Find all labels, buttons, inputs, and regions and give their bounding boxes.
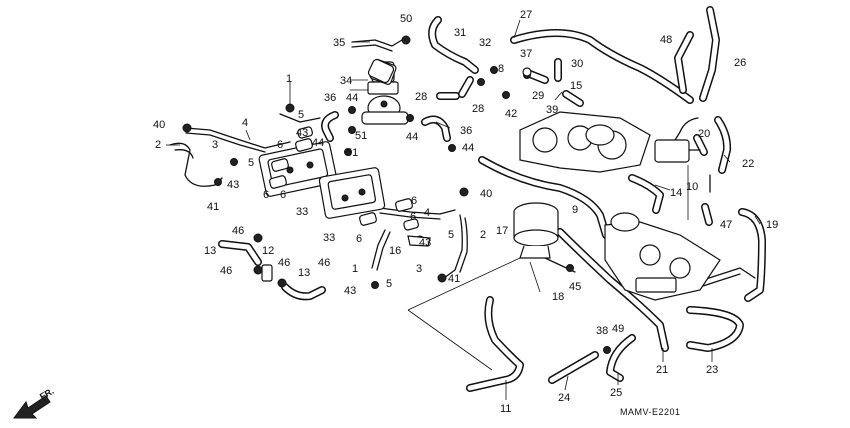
callout-10: 10 — [686, 181, 698, 193]
callout-1: 1 — [286, 73, 292, 85]
callout-49: 49 — [612, 323, 624, 335]
callout-20: 20 — [698, 128, 710, 140]
callout-36b: 36 — [460, 125, 472, 137]
callout-2b: 2 — [480, 229, 486, 241]
callout-8: 8 — [498, 63, 504, 75]
callout-26: 26 — [734, 57, 746, 69]
callout-38: 38 — [596, 325, 608, 337]
callout-6a: 6 — [277, 139, 283, 151]
intake-manifold-lower — [604, 212, 721, 301]
callout-4: 4 — [242, 117, 248, 129]
callout-51b: 51 — [346, 147, 358, 159]
callout-6c: 6 — [280, 189, 286, 201]
callout-40b: 40 — [480, 188, 492, 200]
callout-23: 23 — [706, 364, 718, 376]
callout-5a: 5 — [298, 109, 304, 121]
callout-41b: 41 — [448, 273, 460, 285]
hoses — [218, 6, 766, 392]
callout-41a: 41 — [207, 201, 219, 213]
callout-48: 48 — [660, 34, 672, 46]
air-valve-lower — [318, 167, 386, 219]
callout-46a: 46 — [232, 225, 244, 237]
callout-18: 18 — [552, 291, 564, 303]
callout-17: 17 — [496, 225, 508, 237]
callout-15: 15 — [570, 80, 582, 92]
callout-16: 16 — [389, 245, 401, 257]
callout-28a: 28 — [415, 91, 427, 103]
callout-21: 21 — [656, 364, 668, 376]
callout-24: 24 — [558, 392, 570, 404]
callout-43c: 43 — [419, 237, 431, 249]
callout-2: 2 — [155, 139, 161, 151]
callout-44d: 44 — [462, 142, 474, 154]
callout-9: 9 — [572, 204, 578, 216]
callout-44c: 44 — [406, 131, 418, 143]
air-pump — [513, 202, 559, 259]
callout-19: 19 — [766, 219, 778, 231]
leader-lines — [166, 19, 761, 400]
callout-36a: 36 — [324, 92, 336, 104]
callout-28b: 28 — [472, 103, 484, 115]
callout-46b: 46 — [220, 265, 232, 277]
callout-43a: 43 — [296, 127, 308, 139]
callout-31: 31 — [454, 27, 466, 39]
callout-6b: 6 — [263, 189, 269, 201]
fittings — [182, 35, 611, 354]
callout-5d: 5 — [386, 278, 392, 290]
callout-32: 32 — [479, 37, 491, 49]
callout-46c: 46 — [278, 257, 290, 269]
callout-50: 50 — [400, 13, 412, 25]
callout-34: 34 — [340, 75, 352, 87]
diagram-code: MAMV-E2201 — [620, 407, 681, 417]
callout-39: 39 — [546, 104, 558, 116]
callout-27: 27 — [520, 9, 532, 21]
callout-5c: 5 — [448, 229, 454, 241]
callout-6f: 6 — [410, 211, 416, 223]
callout-13a: 13 — [204, 245, 216, 257]
callout-33b: 33 — [323, 232, 335, 244]
callout-3b: 3 — [416, 263, 422, 275]
callout-33a: 33 — [296, 206, 308, 218]
callout-51a: 51 — [355, 130, 367, 142]
callout-11: 11 — [500, 403, 511, 415]
callout-43d: 43 — [344, 285, 356, 297]
callout-22: 22 — [742, 158, 754, 170]
callout-6e: 6 — [411, 195, 417, 207]
callouts: 1 1 2 2 3 3 4 4 5 5 5 5 6 6 6 6 6 6 8 9 … — [153, 9, 778, 415]
callout-44a: 44 — [346, 92, 358, 104]
callout-47: 47 — [720, 219, 732, 231]
callout-14: 14 — [670, 187, 682, 199]
callout-45: 45 — [569, 281, 581, 293]
callout-25: 25 — [610, 387, 622, 399]
intake-manifold-upper — [519, 111, 651, 173]
callout-46d: 46 — [318, 257, 330, 269]
callout-40a: 40 — [153, 119, 165, 131]
callout-42: 42 — [505, 108, 517, 120]
callout-37: 37 — [520, 48, 532, 60]
callout-30: 30 — [571, 58, 583, 70]
callout-29: 29 — [532, 90, 544, 102]
callout-6d: 6 — [356, 233, 362, 245]
front-direction-arrow: FR. — [13, 386, 56, 419]
direction-label: FR. — [38, 386, 56, 402]
callout-1b: 1 — [352, 263, 358, 275]
callout-35: 35 — [333, 37, 345, 49]
callout-4b: 4 — [424, 207, 430, 219]
canister-sensor — [654, 139, 701, 163]
callout-12: 12 — [262, 245, 274, 257]
callout-3: 3 — [212, 139, 218, 151]
callout-13b: 13 — [298, 267, 310, 279]
callout-43b: 43 — [227, 179, 239, 191]
callout-5b: 5 — [248, 157, 254, 169]
callout-44b: 44 — [312, 137, 324, 149]
